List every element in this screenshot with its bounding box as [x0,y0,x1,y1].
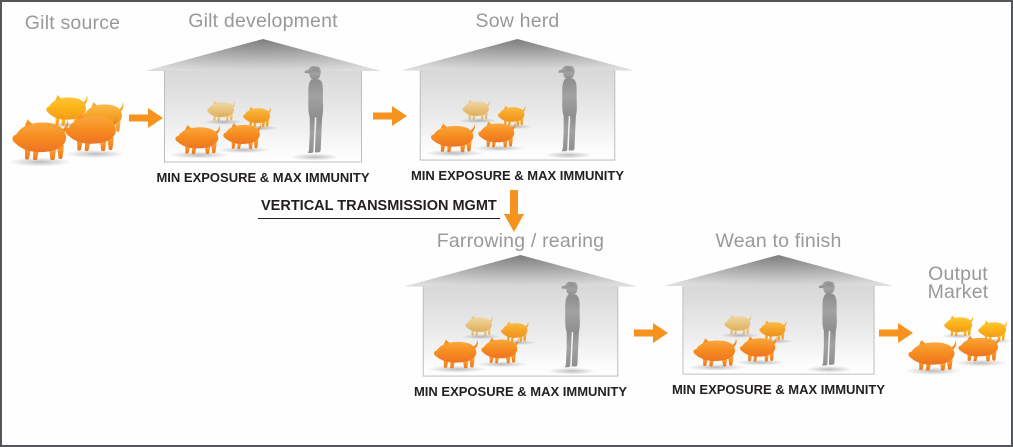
stage-title-wean-to-finish: Wean to finish [715,230,842,252]
barn-icon [404,254,637,377]
pig-shadow [905,367,961,375]
stage-sow-herd: Sow herd MIN EXPOSURE & MAX IMMUNITY [401,10,634,183]
stage-farrowing-rearing: Farrowing / rearing MIN EXPOSURE & MAX I… [404,230,637,399]
stage-title-output-market: Output Market [905,263,1011,303]
pig-shadow [955,359,1007,367]
output-title-line2: Market [927,281,989,303]
stage-title-gilt-source: Gilt source [24,12,121,34]
arrow-right-icon [373,106,407,126]
pig-shadow [65,150,125,158]
vertical-transmission-label: VERTICAL TRANSMISSION MGMT [258,198,500,219]
pig-shadow [10,157,72,167]
arrow-right-icon [634,323,668,343]
pig-icon [944,315,974,337]
stage-title-gilt-development: Gilt development [188,10,338,32]
stage-wean-to-finish: Wean to finish MIN EXPOSURE & MAX IMMUNI… [664,230,893,397]
stage-title-farrowing-rearing: Farrowing / rearing [436,230,605,252]
stage-title-sow-herd: Sow herd [475,10,560,32]
stage-caption: MIN EXPOSURE & MAX IMMUNITY [410,168,625,183]
barn-icon [145,39,381,163]
barn-icon [664,254,893,375]
pig-group-gilt-source [10,94,125,167]
barn-roof [404,254,637,287]
output-title-line1: Output [928,263,988,285]
stage-caption: MIN EXPOSURE & MAX IMMUNITY [671,382,886,397]
pig-icon [908,339,957,371]
barn-roof [401,38,634,71]
pig-group-output-market [905,315,1011,375]
barn-icon [401,38,634,161]
arrow-right-icon [879,323,913,343]
barn-roof [145,39,381,71]
stage-gilt-development: Gilt development MIN EXPOSURE & MAX IMMU… [145,10,381,185]
stage-caption: MIN EXPOSURE & MAX IMMUNITY [413,384,628,399]
stage-caption: MIN EXPOSURE & MAX IMMUNITY [156,170,370,185]
barn-roof [664,254,893,286]
arrow-down-icon [504,190,524,232]
pig-shadow [941,333,977,339]
arrow-right-icon [129,108,163,128]
